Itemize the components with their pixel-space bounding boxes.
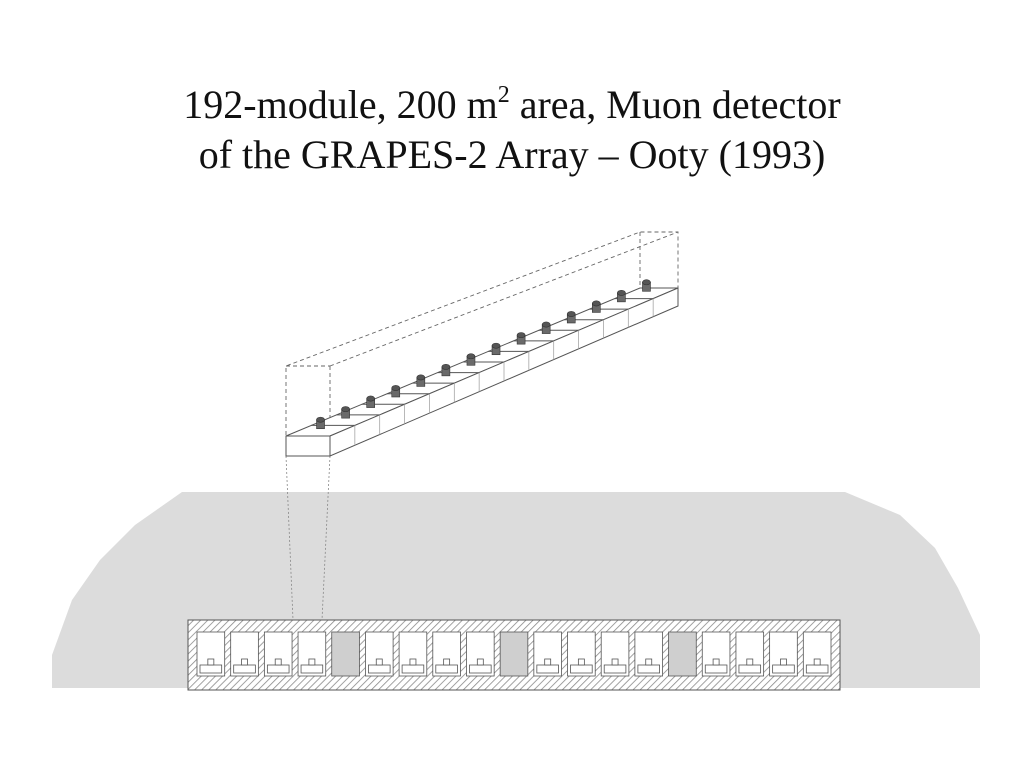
pmt-cap: [491, 342, 501, 349]
tunnel-module-box: [266, 664, 290, 674]
tunnel-module-box: [435, 664, 458, 674]
title-superscript: 2: [497, 82, 510, 108]
tunnel-module-pmt: [577, 658, 585, 666]
pmt-cap: [341, 406, 350, 413]
tunnel-module-box: [469, 664, 492, 674]
pmt-cap: [366, 395, 375, 402]
tunnel-empty-bay: [668, 631, 697, 677]
pmt-cap: [391, 385, 401, 391]
pmt-cap: [541, 321, 551, 328]
tunnel-module-box: [401, 664, 425, 674]
tunnel-empty-bay: [331, 631, 360, 677]
title-line-1: 192-module, 200 m2 area, Muon detector: [0, 80, 1024, 130]
tunnel-module-pmt: [409, 658, 417, 666]
projection-line: [285, 455, 294, 621]
module-row-outline: [329, 231, 679, 367]
pmt-cap: [441, 363, 451, 370]
tunnel-module-box: [637, 664, 660, 674]
tunnel-module-box: [738, 664, 762, 674]
module-row-outline: [285, 231, 679, 456]
tunnel-module-pmt: [375, 658, 383, 666]
tunnel-module-pmt: [544, 658, 552, 666]
tunnel-empty-bay: [499, 631, 529, 677]
tunnel-module-pmt: [645, 658, 653, 666]
tunnel-module-box: [603, 664, 627, 674]
tunnel-module-pmt: [780, 658, 787, 666]
pmt-cap: [466, 353, 476, 360]
tunnel-module-pmt: [308, 658, 316, 666]
tunnel-module-pmt: [476, 658, 484, 666]
tunnel-module-box: [233, 664, 256, 674]
tunnel-module-box: [704, 664, 728, 674]
pmt-cap: [416, 374, 426, 381]
underground-tunnel: [187, 619, 841, 691]
tunnel-module-box: [805, 664, 829, 674]
tunnel-module-box: [368, 664, 391, 674]
pmt-cap: [592, 300, 601, 307]
module-row-front: [285, 435, 331, 457]
tunnel-module-box: [536, 664, 559, 674]
title-line-2: of the GRAPES-2 Array – Ooty (1993): [198, 132, 826, 177]
tunnel-module-box: [570, 664, 593, 674]
pmt-cap: [316, 416, 325, 423]
tunnel-module-box: [199, 664, 223, 674]
pmt-cap: [642, 279, 651, 286]
detector-module-row: [285, 279, 679, 457]
tunnel-module-pmt: [443, 658, 451, 666]
projection-line: [321, 455, 331, 621]
pmt-cap: [566, 311, 576, 317]
tunnel-module-pmt: [274, 658, 282, 666]
slide-title: 192-module, 200 m2 area, Muon detector o…: [0, 80, 1024, 180]
tunnel-module-box: [300, 664, 324, 674]
pmt-cap: [516, 332, 526, 339]
tunnel-module-pmt: [746, 658, 754, 666]
title-text-a: 192-module, 200 m: [183, 82, 498, 127]
title-text-b: area, Muon detector: [509, 82, 841, 127]
tunnel-module-pmt: [813, 658, 821, 666]
tunnel-module-pmt: [712, 658, 720, 666]
pmt-cap: [617, 289, 626, 296]
tunnel-module-pmt: [207, 658, 215, 666]
tunnel-module-pmt: [241, 658, 248, 666]
tunnel-module-box: [772, 664, 795, 674]
tunnel-module-pmt: [611, 658, 619, 666]
